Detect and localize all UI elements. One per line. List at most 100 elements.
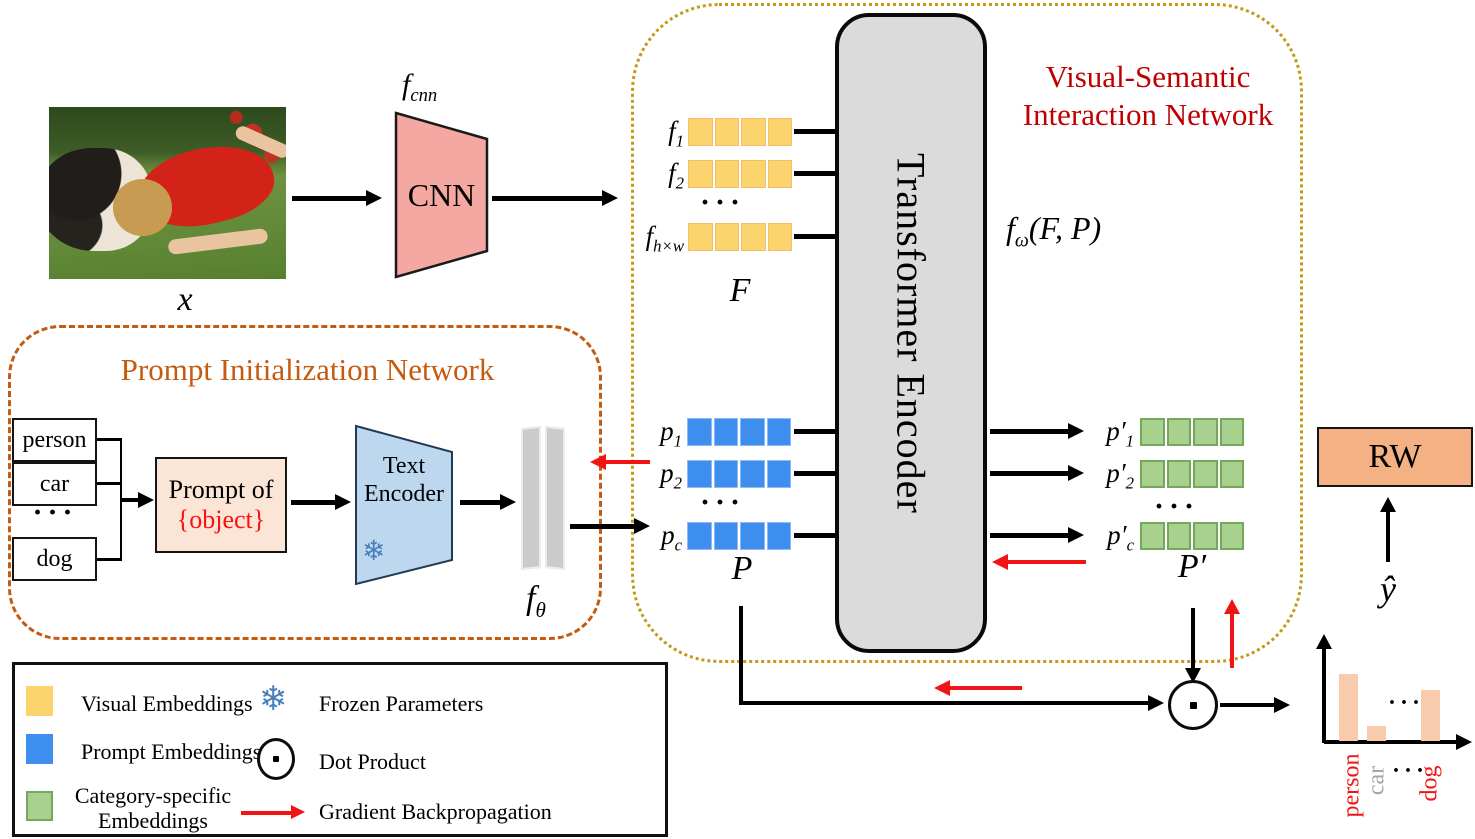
matrix-pprime-label: P′ <box>1177 548 1207 585</box>
score-label-car: car <box>1363 765 1390 796</box>
visual-row-label-2: f2 <box>668 158 684 193</box>
bracket-vertical-line <box>119 438 122 560</box>
chart-y-axis-head <box>1316 634 1332 649</box>
visual-embedding-row-hw <box>688 223 792 251</box>
pprime-to-dot-head <box>1185 668 1201 683</box>
arrow-yhat-to-rw-head <box>1380 497 1396 512</box>
gradient-arrow-transformer-head <box>992 554 1008 570</box>
legend-snowflake-icon: ❄ <box>259 681 288 718</box>
arrow-categories-to-prompt-head <box>138 492 154 508</box>
snowflake-icon: ❄ <box>362 536 386 567</box>
text-encoder-label: Text Encoder <box>364 453 444 507</box>
f-omega-sub: ω <box>1014 229 1029 252</box>
gradient-arrow-pprime <box>1230 613 1234 668</box>
cat-row-label-c: p′c <box>1107 520 1134 555</box>
arrow-out-p1 <box>990 429 1070 434</box>
ftheta-slab-right <box>545 425 565 571</box>
visual-rows-ellipsis: ··· <box>700 186 746 219</box>
legend-box: Visual Embeddings Prompt Embeddings Cate… <box>12 662 668 837</box>
category-embedding-row-1 <box>1140 418 1244 446</box>
score-bar-person <box>1339 674 1358 741</box>
fcnn-base: f <box>402 68 411 101</box>
cat-rows-ellipsis: ··· <box>1154 490 1200 523</box>
legend-dot-product-icon <box>257 738 295 780</box>
transformer-encoder-box: Transformer Encoder <box>835 13 987 653</box>
prompt-template-box: Prompt of {object} <box>155 457 287 553</box>
legend-swatch-category <box>26 791 53 821</box>
dot-product-node <box>1168 680 1218 730</box>
matrix-f-label: F <box>729 272 751 309</box>
stub-pc <box>794 533 836 538</box>
legend-label-prompt: Prompt Embeddings <box>81 739 262 764</box>
legend-label-frozen: Frozen Parameters <box>319 691 484 716</box>
stub-p1 <box>794 429 836 434</box>
legend-swatch-prompt <box>26 734 53 764</box>
visual-embedding-row-1 <box>688 118 792 146</box>
score-bar-car <box>1367 726 1386 741</box>
fcnn-label: fcnn <box>402 68 437 107</box>
arrow-image-to-cnn <box>292 196 368 201</box>
category-ellipsis: ··· <box>32 496 78 529</box>
legend-swatch-visual <box>26 686 53 716</box>
arrow-encoder-to-ftheta-head <box>500 494 516 510</box>
prompt-embedding-row-c <box>687 522 791 550</box>
chart-y-axis <box>1322 648 1326 743</box>
p-to-dot-head <box>1148 695 1164 711</box>
dot-product-dot <box>1189 701 1197 709</box>
input-image <box>49 107 286 279</box>
gradient-arrow-ftheta-head <box>590 454 606 470</box>
score-bar-dog <box>1421 690 1440 741</box>
f-omega-base: f <box>1006 210 1015 246</box>
prompt-embedding-row-2 <box>687 460 791 488</box>
category-embedding-row-2 <box>1140 460 1244 488</box>
prompt-row-label-c: pc <box>661 520 682 555</box>
gradient-arrow-ftheta <box>606 460 650 464</box>
arrow-image-to-cnn-head <box>366 190 382 206</box>
ftheta-slab-left <box>521 425 541 571</box>
p-to-dot-vertical-line <box>739 606 743 704</box>
gradient-arrow-pprime-head <box>1224 599 1240 614</box>
arrow-ftheta-to-p-head <box>634 518 650 534</box>
legend-label-visual: Visual Embeddings <box>81 691 253 716</box>
prompt-row-label-1: p1 <box>660 416 682 451</box>
f-omega-label: fω(F, P) <box>1006 210 1101 252</box>
bracket-line-car <box>97 482 122 485</box>
f-omega-args: (F, P) <box>1028 210 1102 246</box>
category-embedding-row-c <box>1140 522 1244 550</box>
stub-fhw <box>794 234 836 239</box>
gradient-arrow-transformer <box>1008 560 1086 564</box>
visual-row-label-hw: fh×w <box>645 221 684 256</box>
fcnn-sub: cnn <box>410 85 438 106</box>
pin-title: Prompt Initialization Network <box>120 352 495 387</box>
legend-gradient-arrow-head <box>291 805 305 819</box>
category-box-person: person <box>12 418 97 462</box>
arrow-categories-to-prompt <box>122 498 140 502</box>
vsin-title: Visual-Semantic Interaction Network <box>1022 59 1274 132</box>
prompt-template-line1: Prompt of <box>168 475 274 504</box>
legend-label-category: Category-specific Embeddings <box>74 783 232 833</box>
arrow-out-p2-head <box>1068 465 1084 481</box>
ftheta-slabs <box>521 424 567 574</box>
score-label-person: person <box>1338 753 1365 818</box>
p-to-dot-horizontal-line <box>739 701 1150 705</box>
bracket-line-dog <box>97 558 122 561</box>
bracket-line-person <box>97 438 122 441</box>
score-labels-ellipsis: ··· <box>1392 758 1429 784</box>
arrow-ftheta-to-p <box>570 524 636 529</box>
legend-gradient-arrow-icon <box>241 811 293 815</box>
legend-label-gradient: Gradient Backpropagation <box>319 799 552 824</box>
ftheta-label: fθ <box>526 580 546 622</box>
arrow-out-pc <box>990 533 1070 538</box>
arrow-cnn-to-f <box>492 196 604 201</box>
prompt-row-label-2: p2 <box>660 458 682 493</box>
chart-x-axis-head <box>1456 734 1472 750</box>
stub-f2 <box>794 171 836 176</box>
transformer-encoder-label: Transformer Encoder <box>888 152 934 514</box>
score-label-dog: dog <box>1416 765 1443 802</box>
hair-decoration <box>112 179 173 236</box>
score-bars-ellipsis: ··· <box>1388 690 1425 716</box>
matrix-p-label: P <box>731 550 753 587</box>
legend-label-dot-product: Dot Product <box>319 749 426 774</box>
visual-embedding-row-2 <box>688 160 792 188</box>
